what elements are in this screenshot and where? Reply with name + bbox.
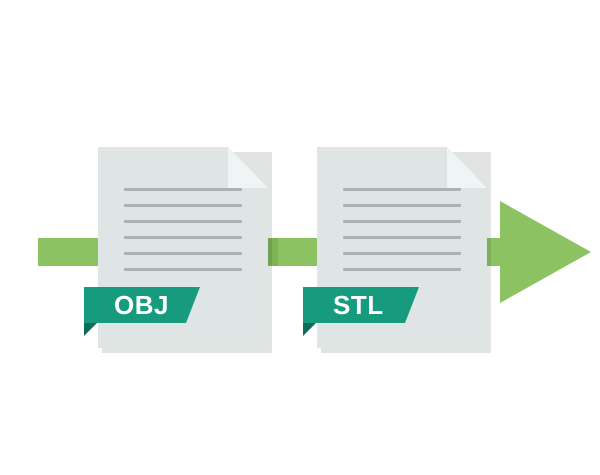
- document-text-line: [343, 252, 461, 255]
- document-text-line: [124, 236, 242, 239]
- document-text-line: [343, 188, 461, 191]
- document-text-line: [343, 268, 461, 271]
- document-text-line: [124, 188, 242, 191]
- band-shadow-segment-1: [268, 238, 278, 266]
- ribbon-body: STL: [303, 287, 419, 323]
- document-text-line: [343, 236, 461, 239]
- document-text-line: [124, 252, 242, 255]
- source-format-label: OBJ: [114, 290, 169, 320]
- document-text-line: [124, 204, 242, 207]
- document-text-line: [343, 204, 461, 207]
- document-text-line: [124, 220, 242, 223]
- arrow-right-icon: [500, 201, 591, 303]
- document-text-lines: [343, 188, 461, 271]
- ribbon-fold: [84, 323, 97, 336]
- target-format-label: STL: [333, 290, 384, 320]
- ribbon-fold: [303, 323, 316, 336]
- ribbon-body: OBJ: [84, 287, 200, 323]
- source-document[interactable]: OBJ: [84, 147, 272, 353]
- document-text-line: [124, 268, 242, 271]
- source-format-ribbon: OBJ: [84, 287, 200, 336]
- target-document[interactable]: STL: [303, 147, 491, 353]
- document-text-line: [343, 220, 461, 223]
- target-format-ribbon: STL: [303, 287, 419, 336]
- document-text-lines: [124, 188, 242, 271]
